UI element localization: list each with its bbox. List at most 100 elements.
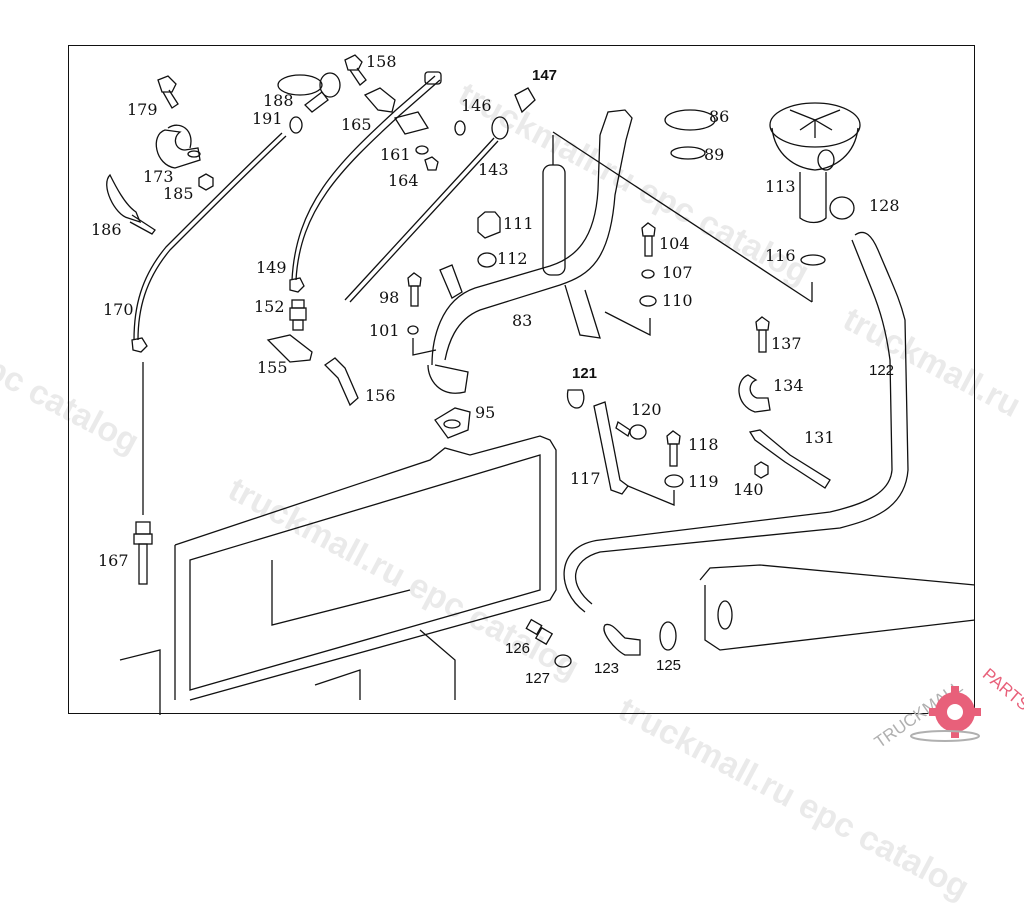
callout-186[interactable]: 186	[91, 220, 122, 239]
callout-161[interactable]: 161	[380, 145, 411, 164]
callout-101[interactable]: 101	[369, 321, 400, 340]
callout-164[interactable]: 164	[388, 171, 419, 190]
callout-179[interactable]: 179	[127, 100, 158, 119]
callout-143[interactable]: 143	[478, 160, 509, 179]
washer-101-icon	[407, 325, 419, 335]
plug-112-icon	[477, 252, 497, 268]
callout-170[interactable]: 170	[103, 300, 134, 319]
gear-icon	[929, 686, 981, 738]
dipstick-143	[344, 137, 499, 303]
fitting-152-icon	[289, 299, 307, 331]
callout-131[interactable]: 131	[804, 428, 835, 447]
callout-121[interactable]: 121	[572, 365, 598, 382]
cap-147-icon	[514, 87, 536, 114]
callout-126[interactable]: 126	[505, 640, 531, 657]
washer-107-icon	[641, 269, 655, 279]
callout-137[interactable]: 137	[771, 334, 802, 353]
callout-127[interactable]: 127	[525, 670, 551, 687]
strap-131-icon	[748, 429, 831, 489]
seal-116-icon	[800, 254, 826, 266]
fitting-167-icon	[133, 521, 153, 585]
washer-146-icon	[454, 120, 466, 136]
callout-122[interactable]: 122	[869, 362, 895, 379]
callout-83[interactable]: 83	[512, 311, 533, 330]
clamp-128-icon	[829, 196, 855, 220]
callout-117[interactable]: 117	[570, 469, 601, 488]
washer-161-icon	[415, 145, 429, 155]
callout-112[interactable]: 112	[497, 249, 528, 268]
callout-125[interactable]: 125	[656, 657, 682, 674]
dipstick-tube-170	[137, 135, 287, 341]
callout-89[interactable]: 89	[704, 145, 725, 164]
callout-104[interactable]: 104	[659, 234, 690, 253]
callout-173[interactable]: 173	[143, 167, 174, 186]
truckmall-parts-logo: TRUCKMALL PARTS	[860, 662, 1024, 751]
cable-tie-186-icon	[106, 173, 156, 235]
callout-123[interactable]: 123	[594, 660, 620, 677]
callout-118[interactable]: 118	[688, 435, 719, 454]
callout-155[interactable]: 155	[257, 358, 288, 377]
fitting-126-icon	[525, 618, 554, 646]
bracket-156-icon	[323, 357, 359, 407]
nut-164-icon	[424, 156, 439, 171]
bolt-98-icon	[407, 272, 422, 307]
callout-146[interactable]: 146	[461, 96, 492, 115]
callout-140[interactable]: 140	[733, 480, 764, 499]
callout-98[interactable]: 98	[379, 288, 400, 307]
bracket-161-icon	[393, 111, 430, 135]
callout-111[interactable]: 111	[503, 214, 534, 233]
plug-111-icon	[477, 211, 501, 239]
callout-128[interactable]: 128	[869, 196, 900, 215]
diagram-frame	[68, 45, 975, 714]
callout-107[interactable]: 107	[662, 263, 693, 282]
washer-110-icon	[639, 295, 657, 307]
nut-185-icon	[198, 173, 214, 191]
seal-89-icon	[670, 146, 706, 160]
hose-elbow-123-icon	[603, 623, 641, 656]
callout-120[interactable]: 120	[631, 400, 662, 419]
bolt-158-icon	[344, 54, 367, 86]
hose-122	[575, 231, 909, 605]
callout-95[interactable]: 95	[475, 403, 496, 422]
grommet-121-icon	[566, 389, 585, 409]
callout-152[interactable]: 152	[254, 297, 285, 316]
bolt-137-icon	[755, 316, 770, 353]
callout-113[interactable]: 113	[765, 177, 796, 196]
callout-86[interactable]: 86	[709, 107, 730, 126]
callout-116[interactable]: 116	[765, 246, 796, 265]
breather-113-icon	[769, 102, 861, 224]
callout-110[interactable]: 110	[662, 291, 693, 310]
bolt-104-icon	[641, 222, 656, 257]
swoosh-icon	[910, 730, 980, 742]
bolt-118-icon	[666, 430, 681, 467]
logo-text-parts: PARTS	[979, 664, 1024, 714]
callout-191[interactable]: 191	[252, 109, 283, 128]
clamp-134-icon	[738, 374, 771, 413]
bolt-179-icon	[157, 75, 179, 109]
clip-165-icon	[363, 87, 396, 113]
callout-156[interactable]: 156	[365, 386, 396, 405]
pan-extension	[699, 564, 976, 651]
washer-127-icon	[554, 654, 572, 668]
callout-188[interactable]: 188	[263, 91, 294, 110]
cap-86-icon	[664, 109, 716, 131]
callout-158[interactable]: 158	[366, 52, 397, 71]
gasket-95-icon	[434, 407, 471, 439]
callout-119[interactable]: 119	[688, 472, 719, 491]
bolt-120-icon	[615, 420, 647, 440]
plug-top-icon	[424, 71, 442, 85]
washer-191-icon	[289, 116, 303, 134]
fitting-149-icon	[289, 277, 305, 293]
nut-140-icon	[754, 461, 769, 479]
ring-188-icon	[277, 72, 341, 113]
dipstick-ring-143-icon	[491, 116, 509, 140]
callout-185[interactable]: 185	[163, 184, 194, 203]
nut-125-icon	[659, 621, 677, 651]
callout-165[interactable]: 165	[341, 115, 372, 134]
callout-167[interactable]: 167	[98, 551, 129, 570]
clamp-173-icon	[155, 124, 201, 169]
filler-pipe-83	[427, 109, 633, 394]
callout-149[interactable]: 149	[256, 258, 287, 277]
callout-134[interactable]: 134	[773, 376, 804, 395]
callout-147[interactable]: 147	[532, 67, 558, 84]
